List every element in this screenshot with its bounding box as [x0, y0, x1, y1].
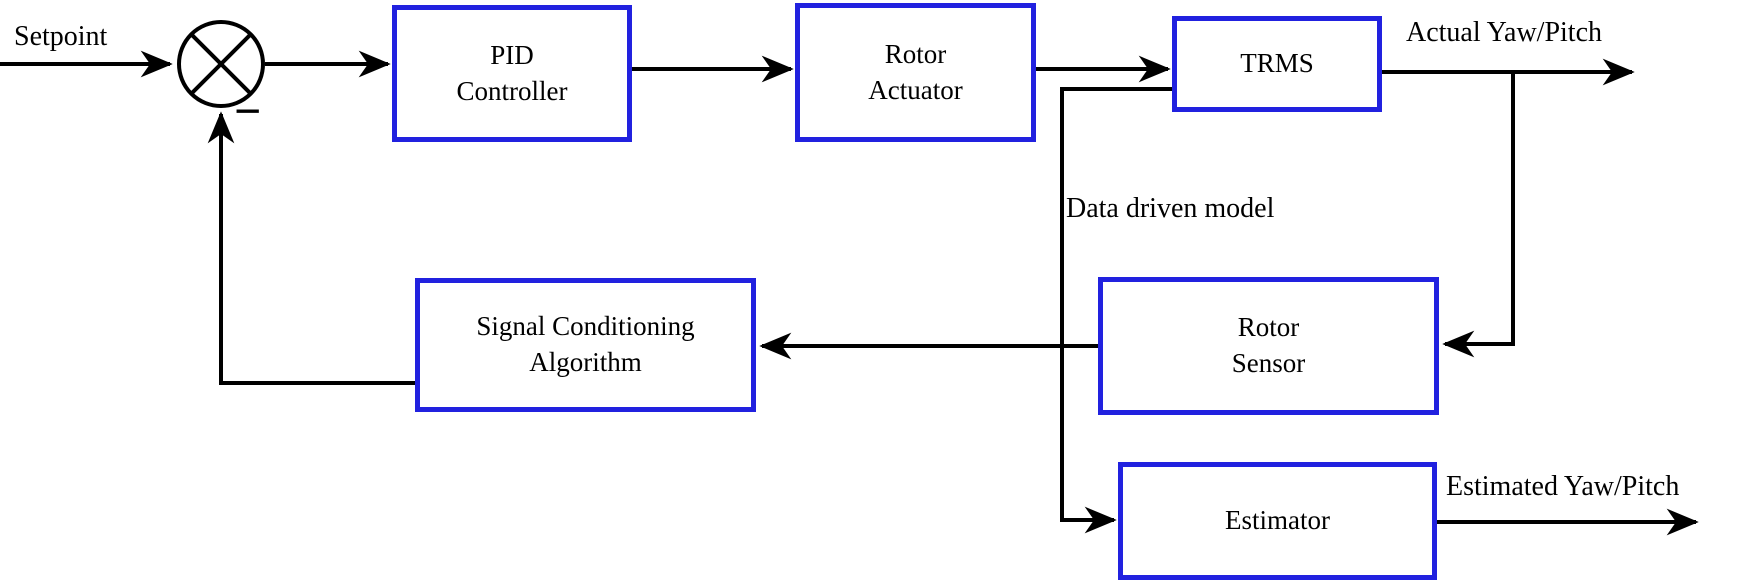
- rotor-actuator-block: Rotor Actuator: [795, 3, 1036, 142]
- summing-junction-cross: [189, 32, 253, 96]
- rotor-sensor-block: Rotor Sensor: [1098, 277, 1439, 415]
- actual-yaw-pitch-label: Actual Yaw/Pitch: [1406, 17, 1602, 48]
- minus-sign: −: [234, 85, 262, 138]
- rotor-sensor-label: Rotor Sensor: [1231, 312, 1306, 378]
- data-driven-model-label: Data driven model: [1066, 193, 1275, 224]
- conditioning-feedback-arrow-line: [207, 111, 415, 385]
- trms-block: TRMS: [1172, 16, 1382, 112]
- signal-conditioning-block: Signal Conditioning Algorithm: [415, 278, 756, 412]
- estimator-label: Estimator: [1225, 505, 1330, 536]
- pid-controller-label: PID Controller: [456, 39, 568, 106]
- data-tap-line: [1060, 87, 1172, 534]
- estimator-block: Estimator: [1118, 462, 1437, 580]
- setpoint-label: Setpoint: [14, 21, 108, 52]
- signal-conditioning-label: Signal Conditioning Algorithm: [476, 311, 695, 377]
- estimated-yaw-pitch-label: Estimated Yaw/Pitch: [1446, 471, 1680, 502]
- rotor-actuator-label: Rotor Actuator: [868, 38, 963, 105]
- output-feedback-branch-line: [1442, 72, 1515, 358]
- trms-label: TRMS: [1240, 48, 1314, 79]
- pid-controller-block: PID Controller: [392, 5, 632, 142]
